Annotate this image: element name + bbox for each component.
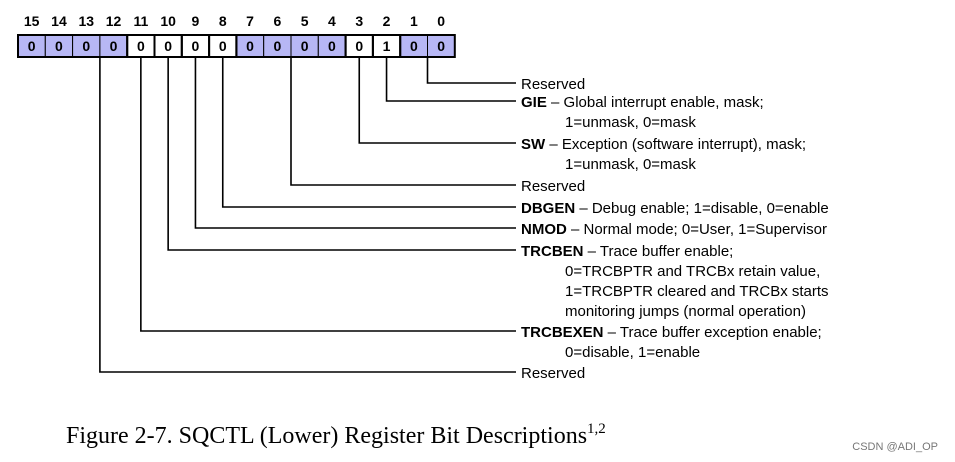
bit-number: 6	[273, 13, 281, 29]
field-description-line: 0=TRCBPTR and TRCBx retain value,	[565, 263, 820, 280]
field-name: GIE	[521, 94, 547, 111]
bit-value: 0	[55, 38, 63, 54]
bit-number: 0	[437, 13, 445, 29]
leader-line	[426, 57, 516, 84]
leader-line	[385, 57, 516, 102]
bit-number: 9	[192, 13, 200, 29]
bit-number: 7	[246, 13, 254, 29]
field-description-line: monitoring jumps (normal operation)	[565, 303, 806, 320]
field-name: NMOD	[521, 221, 567, 238]
leader-line	[167, 57, 516, 251]
field-description: Reserved	[521, 178, 585, 195]
register-cells: 0 0 0 0 0 0 0 0 0 0 0 0 0 1 0 0	[17, 34, 456, 58]
field-text: – Exception (software interrupt), mask;	[545, 136, 806, 153]
field-description: DBGEN – Debug enable; 1=disable, 0=enabl…	[521, 200, 829, 217]
bit-value: 1	[383, 38, 391, 54]
bit-number: 1	[410, 13, 418, 29]
bit-value: 0	[164, 38, 172, 54]
field-description: Reserved	[521, 365, 585, 382]
field-description: NMOD – Normal mode; 0=User, 1=Supervisor	[521, 221, 827, 238]
bit-value: 0	[301, 38, 309, 54]
field-description: Reserved	[521, 76, 585, 93]
watermark: CSDN @ADI_OP	[852, 441, 938, 453]
bit-number: 15	[24, 13, 40, 29]
field-description-line: 0=disable, 1=enable	[565, 344, 700, 361]
field-text: – Debug enable; 1=disable, 0=enable	[575, 200, 829, 217]
bit-number: 4	[328, 13, 336, 29]
bit-value: 0	[219, 38, 227, 54]
leader-lines	[99, 57, 516, 373]
caption-superscript: 1,2	[587, 421, 606, 437]
bit-value: 0	[192, 38, 200, 54]
leader-line	[221, 57, 516, 208]
bit-number: 14	[51, 13, 67, 29]
bit-value: 0	[82, 38, 90, 54]
bit-value: 0	[137, 38, 145, 54]
field-description: GIE – Global interrupt enable, mask;	[521, 94, 764, 111]
caption-text: Figure 2-7. SQCTL (Lower) Register Bit D…	[66, 423, 587, 449]
field-name: SW	[521, 136, 546, 153]
bit-value: 0	[355, 38, 363, 54]
bit-value: 0	[110, 38, 118, 54]
field-description-line: 1=TRCBPTR cleared and TRCBx starts	[565, 283, 829, 300]
leader-line	[358, 57, 516, 144]
figure-caption: Figure 2-7. SQCTL (Lower) Register Bit D…	[66, 421, 606, 449]
bit-number: 3	[355, 13, 363, 29]
bit-number: 8	[219, 13, 227, 29]
leader-line	[140, 57, 516, 332]
field-description: TRCBEN – Trace buffer enable;	[521, 243, 733, 260]
bit-number: 2	[383, 13, 391, 29]
bit-number: 10	[160, 13, 176, 29]
field-name: DBGEN	[521, 200, 575, 217]
field-text: – Trace buffer exception enable;	[604, 324, 822, 341]
bit-number: 13	[78, 13, 94, 29]
bit-number: 5	[301, 13, 309, 29]
field-description-line: 1=unmask, 0=mask	[565, 114, 696, 131]
field-name: TRCBEXEN	[521, 324, 604, 341]
bit-value: 0	[246, 38, 254, 54]
field-description-line: 1=unmask, 0=mask	[565, 156, 696, 173]
leader-line	[99, 57, 516, 373]
leader-line	[194, 57, 516, 229]
bit-number: 11	[133, 13, 148, 29]
field-text: – Normal mode; 0=User, 1=Supervisor	[567, 221, 827, 238]
bit-value: 0	[28, 38, 36, 54]
field-text: – Global interrupt enable, mask;	[547, 94, 764, 111]
leader-line	[290, 57, 516, 186]
bit-value: 0	[410, 38, 418, 54]
field-description: SW – Exception (software interrupt), mas…	[521, 136, 806, 153]
field-description: TRCBEXEN – Trace buffer exception enable…	[521, 324, 822, 341]
field-text: – Trace buffer enable;	[584, 243, 734, 260]
bit-value: 0	[328, 38, 336, 54]
bit-value: 0	[437, 38, 445, 54]
field-name: TRCBEN	[521, 243, 584, 260]
bit-value: 0	[273, 38, 281, 54]
bit-number: 12	[106, 13, 122, 29]
